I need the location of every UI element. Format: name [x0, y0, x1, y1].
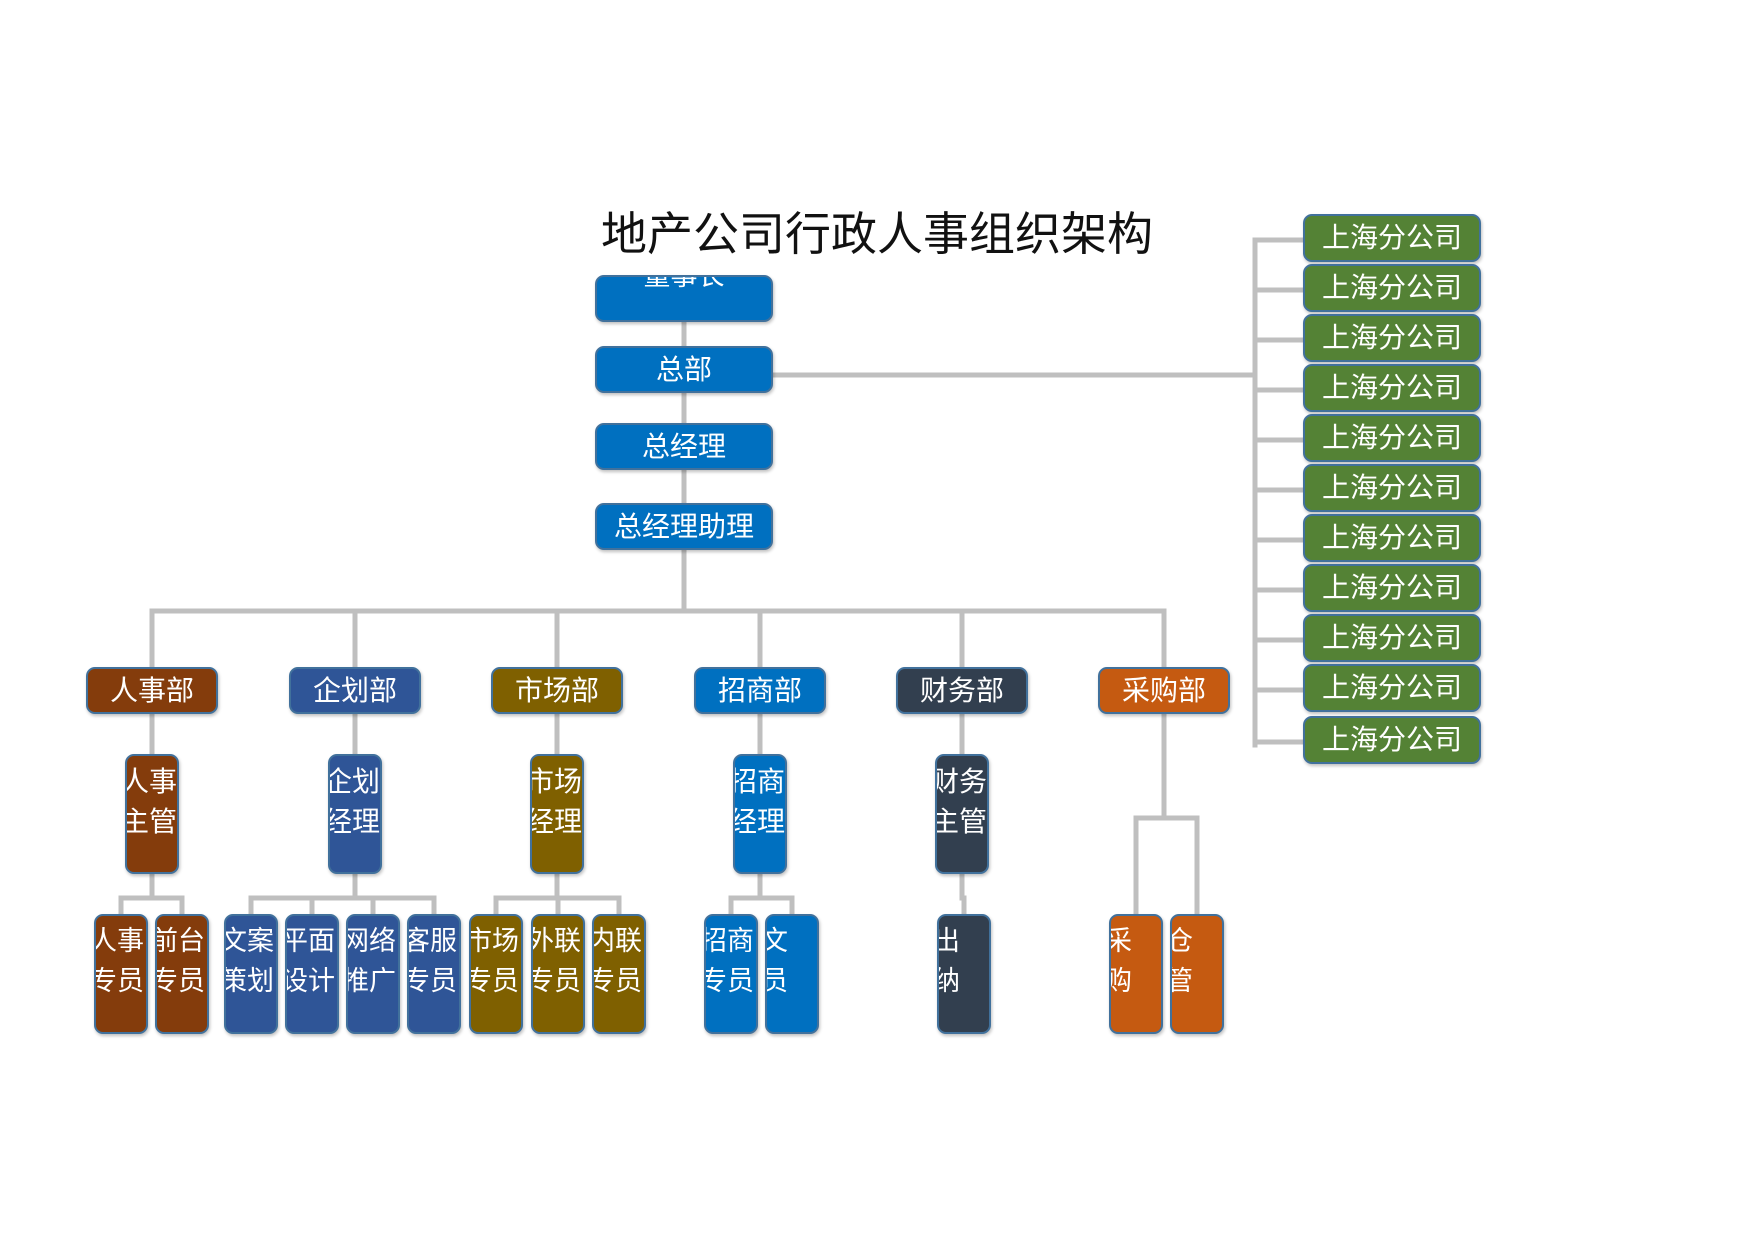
manager-box-label: 人事 主管	[125, 765, 178, 838]
department-box-label: 财务部	[919, 673, 1004, 707]
branch-office-box-label: 上海分公司	[1321, 671, 1462, 704]
staff-box-label: 采 购	[1111, 922, 1161, 1002]
staff-box[interactable]: 人事 专员	[94, 914, 148, 1034]
staff-box[interactable]: 市场 专员	[469, 914, 523, 1034]
staff-box[interactable]: 前台 专员	[155, 914, 209, 1034]
staff-box[interactable]: 仓 管	[1170, 914, 1224, 1034]
staff-box[interactable]: 出 纳	[937, 914, 991, 1034]
chairman-box[interactable]: 董事长	[595, 275, 773, 322]
general-manager-box-label: 总经理	[641, 429, 726, 463]
branch-office-box[interactable]: 上海分公司	[1303, 414, 1481, 462]
branch-office-box-label: 上海分公司	[1321, 221, 1462, 254]
general-manager-box[interactable]: 总经理	[595, 423, 773, 470]
branch-office-box[interactable]: 上海分公司	[1303, 464, 1481, 512]
branch-office-box[interactable]: 上海分公司	[1303, 314, 1481, 362]
staff-box-label: 文案 策划	[224, 926, 274, 997]
staff-box-label: 客服 专员	[407, 926, 457, 997]
branch-office-box-label: 上海分公司	[1321, 723, 1462, 756]
staff-box[interactable]: 外联 专员	[531, 914, 585, 1034]
branch-office-box-label: 上海分公司	[1321, 571, 1462, 604]
branch-office-box[interactable]: 上海分公司	[1303, 364, 1481, 412]
staff-box[interactable]: 客服 专员	[407, 914, 461, 1034]
gm-assistant-box-label: 总经理助理	[613, 509, 754, 543]
manager-box[interactable]: 招商 经理	[733, 754, 787, 874]
staff-box-label: 平面 设计	[285, 926, 335, 997]
department-box[interactable]: 人事部	[86, 667, 218, 714]
branch-office-box-label: 上海分公司	[1321, 371, 1462, 404]
chairman-box-label: 董事长	[643, 275, 725, 292]
staff-box-label: 网络 推广	[346, 926, 396, 997]
branch-office-box-label: 上海分公司	[1321, 521, 1462, 554]
department-box-label: 市场部	[514, 673, 599, 707]
staff-box[interactable]: 采 购	[1109, 914, 1163, 1034]
chart-title: 地产公司行政人事组织架构	[601, 207, 1153, 261]
manager-box[interactable]: 企划 经理	[328, 754, 382, 874]
manager-box[interactable]: 财务 主管	[935, 754, 989, 874]
staff-box-label: 外联 专员	[531, 926, 581, 997]
manager-box[interactable]: 市场 经理	[530, 754, 584, 874]
branch-office-box[interactable]: 上海分公司	[1303, 664, 1481, 712]
branch-office-box[interactable]: 上海分公司	[1303, 264, 1481, 312]
branch-office-box[interactable]: 上海分公司	[1303, 716, 1481, 764]
department-box[interactable]: 财务部	[896, 667, 1028, 714]
branch-office-box-label: 上海分公司	[1321, 321, 1462, 354]
staff-box-label: 出 纳	[939, 922, 989, 1002]
manager-box-label: 招商 经理	[733, 765, 786, 838]
staff-box[interactable]: 网络 推广	[346, 914, 400, 1034]
branch-office-box-label: 上海分公司	[1321, 271, 1462, 304]
department-box[interactable]: 招商部	[694, 667, 826, 714]
hq-box-label: 总部	[655, 352, 712, 386]
branch-office-box[interactable]: 上海分公司	[1303, 514, 1481, 562]
manager-box-label: 市场 经理	[530, 765, 583, 838]
branch-office-box[interactable]: 上海分公司	[1303, 214, 1481, 262]
branch-office-box[interactable]: 上海分公司	[1303, 614, 1481, 662]
staff-box[interactable]: 文案 策划	[224, 914, 278, 1034]
staff-box-label: 内联 专员	[592, 926, 642, 997]
department-box-label: 采购部	[1121, 673, 1206, 707]
staff-box-label: 人事 专员	[94, 926, 144, 997]
branch-office-box-label: 上海分公司	[1321, 421, 1462, 454]
staff-box-label: 前台 专员	[155, 926, 205, 997]
department-box[interactable]: 市场部	[491, 667, 623, 714]
staff-box[interactable]: 内联 专员	[592, 914, 646, 1034]
staff-box-label: 仓 管	[1172, 922, 1222, 1002]
branch-office-box[interactable]: 上海分公司	[1303, 564, 1481, 612]
department-box-label: 人事部	[109, 673, 194, 707]
manager-box-label: 企划 经理	[328, 765, 381, 838]
manager-box-label: 财务 主管	[935, 765, 988, 838]
department-box[interactable]: 采购部	[1098, 667, 1230, 714]
staff-box[interactable]: 文 员	[765, 914, 819, 1034]
department-box-label: 招商部	[717, 673, 802, 707]
staff-box[interactable]: 招商 专员	[704, 914, 758, 1034]
branch-office-box-label: 上海分公司	[1321, 621, 1462, 654]
department-box-label: 企划部	[312, 673, 397, 707]
gm-assistant-box[interactable]: 总经理助理	[595, 503, 773, 550]
department-box[interactable]: 企划部	[289, 667, 421, 714]
branch-office-box-label: 上海分公司	[1321, 471, 1462, 504]
staff-box[interactable]: 平面 设计	[285, 914, 339, 1034]
staff-box-label: 招商 专员	[704, 926, 754, 997]
manager-box[interactable]: 人事 主管	[125, 754, 179, 874]
staff-box-label: 市场 专员	[469, 926, 519, 997]
hq-box[interactable]: 总部	[595, 346, 773, 393]
staff-box-label: 文 员	[767, 922, 817, 1002]
